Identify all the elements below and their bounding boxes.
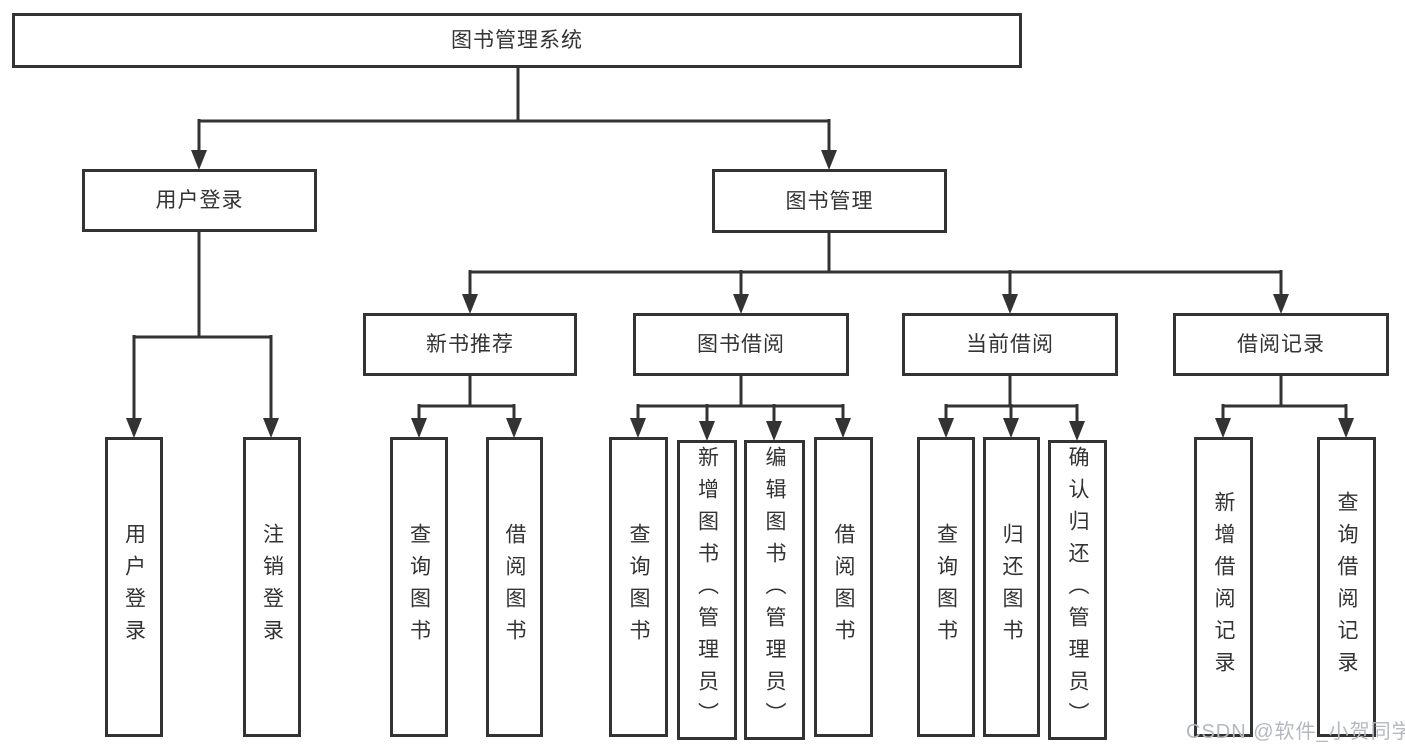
connector-book-borrowing-children: [630, 374, 851, 441]
node-query-books-recommendation: 查询图书: [390, 437, 448, 737]
arrowhead: [699, 421, 715, 441]
connector-current-borrowing-children: [938, 374, 1085, 441]
node-label: 新增图书（管理员）: [695, 446, 719, 734]
node-edit-books-admin: 编辑图书（管理员）: [744, 440, 805, 740]
node-confirm-return-admin: 确认归还（管理员）: [1048, 440, 1107, 740]
arrowhead: [1273, 294, 1289, 314]
arrowhead: [821, 150, 837, 170]
connector-user-login-children: [126, 230, 279, 438]
connector-line: [197, 66, 831, 152]
node-label: 用户登录: [155, 189, 244, 212]
node-label: 新书推荐: [426, 333, 514, 356]
connector-book-management-children: [462, 231, 1289, 314]
arrowhead: [506, 418, 522, 438]
arrowhead: [191, 150, 207, 170]
node-return-books: 归还图书: [983, 437, 1040, 737]
arrowhead: [1215, 418, 1231, 438]
connector-new-book-recommendation-children: [411, 374, 522, 438]
arrowhead: [1003, 418, 1019, 438]
node-label: 归还图书: [1000, 523, 1023, 651]
arrowhead: [938, 418, 954, 438]
node-add-books-admin: 新增图书（管理员）: [677, 440, 737, 740]
node-add-borrow-record: 新增借阅记录: [1194, 437, 1253, 737]
arrowhead: [733, 294, 749, 314]
node-current-borrowing: 当前借阅: [902, 313, 1118, 376]
node-query-borrow-record: 查询借阅记录: [1317, 437, 1376, 737]
node-label: 当前借阅: [966, 333, 1054, 356]
arrowhead: [1069, 421, 1085, 441]
node-query-books-current: 查询图书: [917, 437, 975, 737]
connector-line: [636, 374, 845, 422]
connector-line: [1221, 374, 1348, 420]
node-label: 注销登录: [260, 523, 284, 651]
node-label: 图书管理系统: [451, 29, 583, 52]
node-logout: 注销登录: [243, 437, 301, 737]
node-book-management: 图书管理: [712, 169, 947, 233]
node-book-borrowing: 图书借阅: [633, 313, 849, 376]
arrowhead: [630, 418, 646, 438]
connector-root-children: [191, 66, 837, 170]
node-label: 图书管理: [785, 189, 874, 213]
connector-line: [417, 374, 516, 420]
node-user-login: 用户登录: [82, 169, 317, 232]
node-label: 确认归还（管理员）: [1066, 446, 1089, 734]
arrowhead: [1002, 294, 1018, 314]
node-label: 编辑图书（管理员）: [763, 446, 786, 734]
arrowhead: [263, 418, 279, 438]
arrowhead: [126, 418, 142, 438]
node-label: 借阅图书: [832, 523, 855, 651]
node-label: 图书借阅: [697, 333, 785, 356]
node-label: 借阅图书: [503, 523, 526, 651]
node-label: 查询图书: [627, 523, 650, 651]
arrowhead: [462, 294, 478, 314]
node-borrowing-records: 借阅记录: [1173, 313, 1389, 376]
node-label: 新增借阅记录: [1212, 491, 1235, 683]
connector-borrowing-records-children: [1215, 374, 1354, 438]
node-label: 查询借阅记录: [1335, 491, 1358, 683]
node-label: 查询图书: [407, 523, 431, 651]
node-label: 借阅记录: [1237, 333, 1325, 356]
arrowhead: [411, 418, 427, 438]
node-label: 查询图书: [934, 523, 958, 651]
connector-line: [944, 374, 1079, 422]
node-borrow-books-recommendation: 借阅图书: [486, 437, 543, 737]
node-query-books-borrowing: 查询图书: [609, 437, 668, 737]
connector-line: [468, 231, 1283, 296]
node-library-management-system: 图书管理系统: [12, 13, 1022, 68]
arrowhead: [766, 421, 782, 441]
watermark-text: CSDN @软件_小贺同学: [1186, 721, 1405, 743]
connector-line: [132, 230, 273, 420]
node-new-book-recommendation: 新书推荐: [363, 313, 577, 376]
arrowhead: [1338, 418, 1354, 438]
node-user-login-leaf: 用户登录: [105, 437, 163, 737]
arrowhead: [835, 418, 851, 438]
node-label: 用户登录: [122, 523, 146, 651]
node-borrow-books-borrowing: 借阅图书: [814, 437, 873, 737]
